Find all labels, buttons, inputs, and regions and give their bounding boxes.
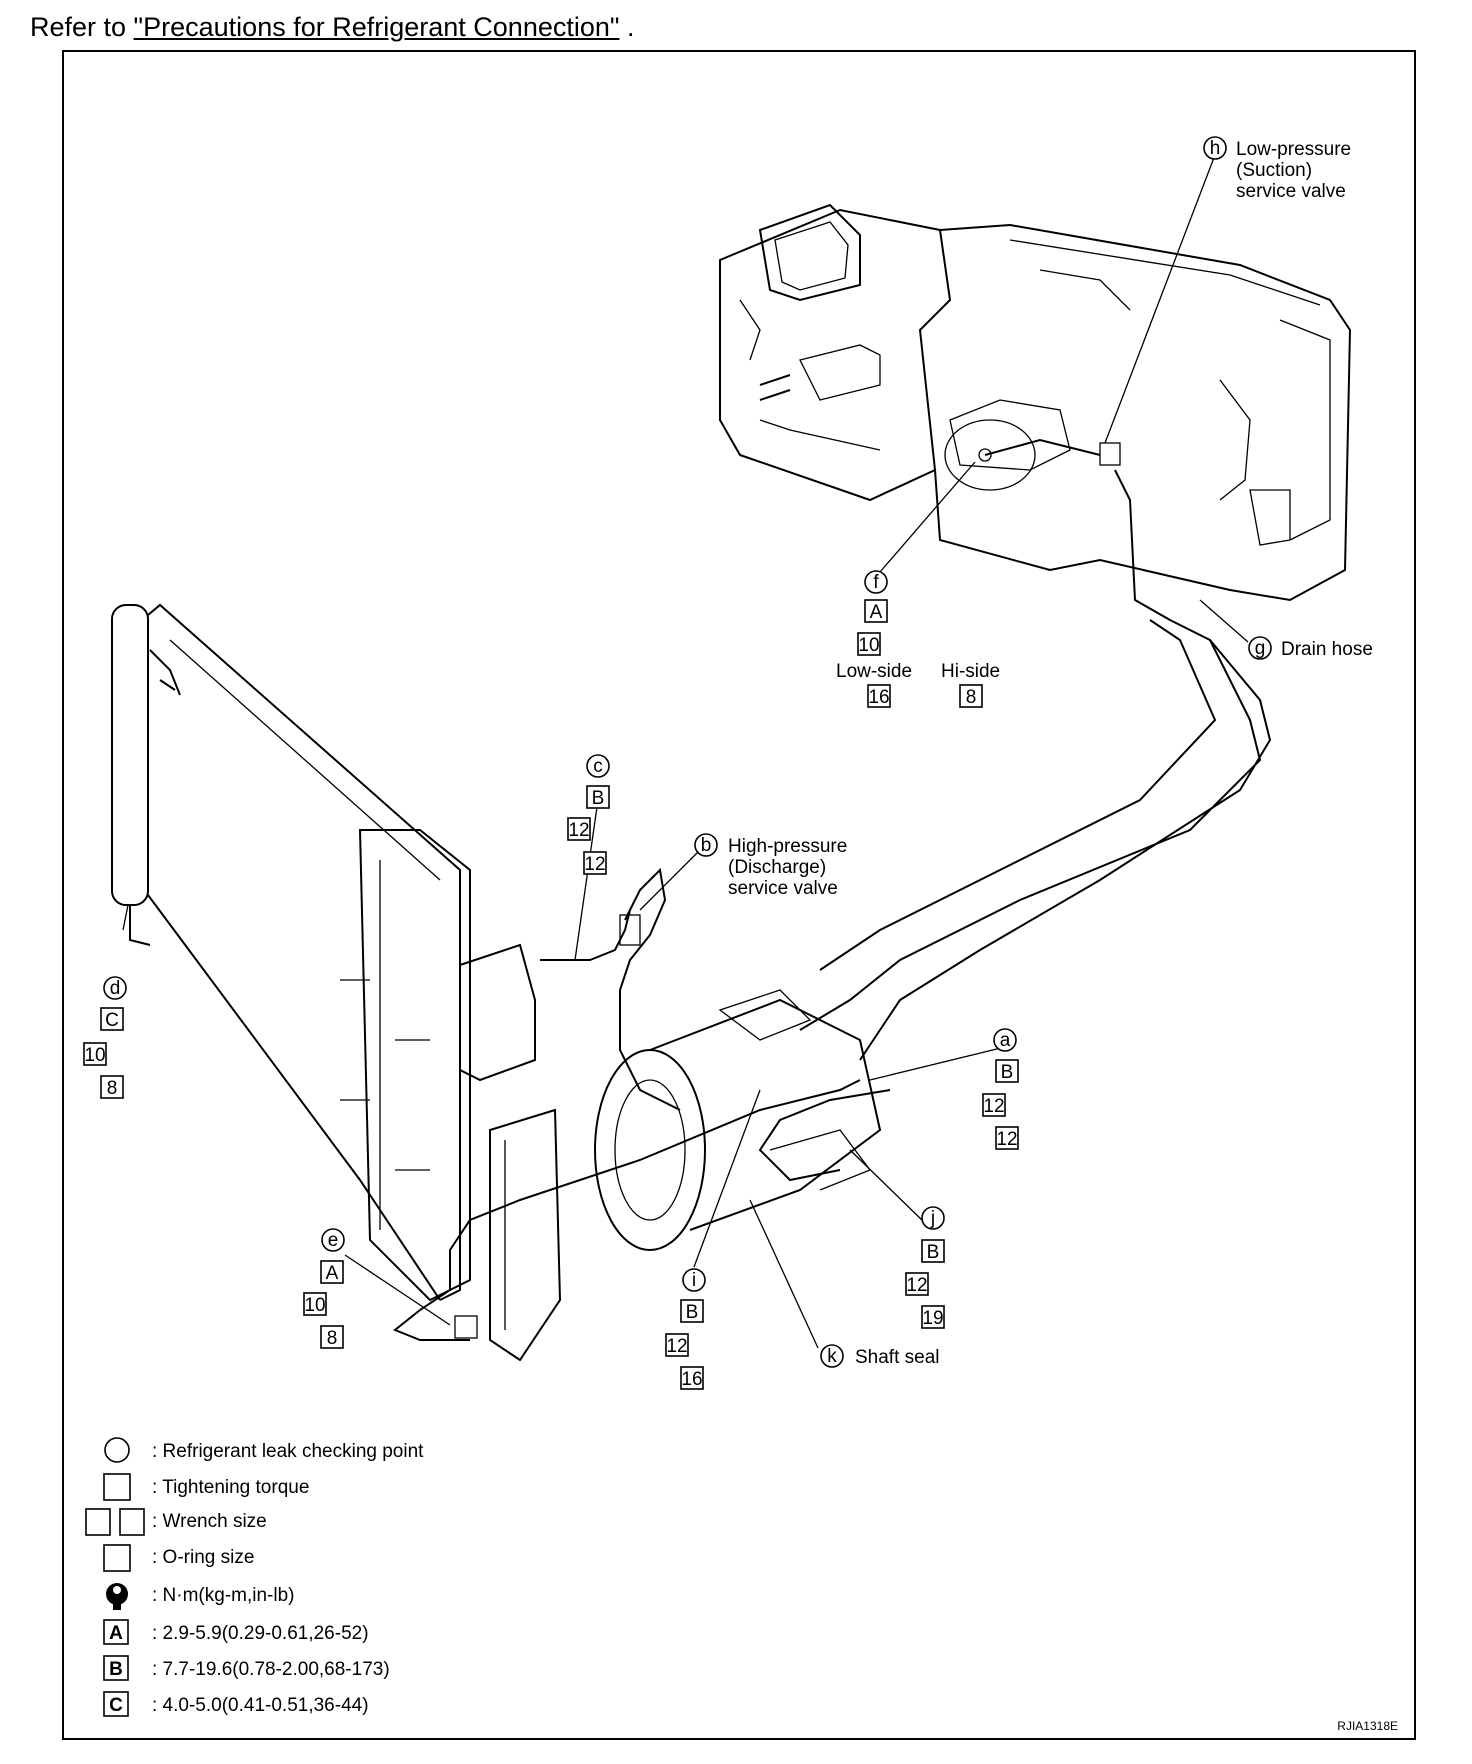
callout-j-oring: 19	[922, 1308, 943, 1329]
legend-c-key: C	[109, 1695, 123, 1716]
wrench-icon	[106, 1583, 128, 1610]
legend-units-text: : N·m(kg-m,in-lb)	[152, 1585, 295, 1606]
legend-tightening-symbol	[103, 1473, 131, 1501]
legend-tightening-text: : Tightening torque	[152, 1477, 309, 1498]
callout-d-oring: 8	[107, 1078, 118, 1099]
callout-k: k Shaft seal	[820, 1344, 940, 1368]
precautions-link[interactable]: "Precautions for Refrigerant Connection"	[133, 12, 620, 42]
callout-a: a B 12 12	[982, 1028, 1019, 1150]
legend-wrench-symbol-1	[85, 1508, 111, 1536]
callout-d-wrench: 10	[84, 1045, 105, 1066]
callout-c-letter: c	[593, 756, 603, 777]
callout-a-wrench: 12	[983, 1096, 1004, 1117]
callout-f-letter: f	[873, 572, 879, 593]
callout-e-letter: e	[328, 1230, 339, 1251]
callout-h-letter: h	[1210, 138, 1221, 159]
header-line: Refer to "Precautions for Refrigerant Co…	[30, 12, 634, 43]
callout-d: d C 10 8	[83, 976, 127, 1099]
callout-e-torque: A	[326, 1263, 339, 1284]
callout-i-letter: i	[692, 1270, 696, 1291]
legend-c-value: : 4.0-5.0(0.41-0.51,36-44)	[152, 1695, 369, 1716]
callout-a-letter: a	[1000, 1030, 1011, 1051]
callout-k-letter: k	[827, 1346, 837, 1367]
callout-f-wrench: 10	[858, 635, 879, 656]
diagram-frame	[62, 50, 1416, 1740]
figure-id: RJIA1318E	[1337, 1719, 1398, 1733]
callout-i-torque: B	[686, 1302, 699, 1323]
callout-g: g Drain hose	[1248, 636, 1373, 660]
callout-j-letter: j	[930, 1208, 935, 1229]
header-suffix: .	[619, 12, 635, 42]
header-prefix: Refer to	[30, 12, 134, 42]
callout-b-line-1: High-pressure	[728, 836, 847, 857]
callout-e: e A 10 8	[303, 1228, 345, 1349]
callout-a-torque: B	[1001, 1062, 1014, 1083]
condenser-drawing	[111, 603, 562, 1362]
leader-lines	[122, 154, 1249, 1349]
callout-f: f A 10 Low-side Hi-side 16 8	[836, 570, 1000, 708]
callout-e-wrench: 10	[304, 1295, 325, 1316]
legend-a-key: A	[109, 1623, 123, 1644]
callout-c: c B 12 12	[567, 754, 610, 875]
legend: : Refrigerant leak checking point : Tigh…	[85, 1437, 424, 1717]
callout-h-line-1: Low-pressure	[1236, 139, 1351, 160]
callout-i: i B 12 16	[665, 1268, 706, 1390]
callout-f-low-label: Low-side	[836, 661, 912, 682]
callout-c-torque: B	[592, 788, 605, 809]
callout-i-oring: 16	[681, 1369, 702, 1390]
callout-b-line-2: (Discharge)	[728, 857, 826, 878]
callout-a-oring: 12	[996, 1129, 1017, 1150]
callout-d-letter: d	[110, 978, 121, 999]
callout-c-wrench: 12	[568, 820, 589, 841]
callout-k-label: Shaft seal	[855, 1347, 940, 1368]
callout-e-oring: 8	[327, 1328, 338, 1349]
callout-h-line-3: service valve	[1236, 181, 1346, 202]
legend-b-value: : 7.7-19.6(0.78-2.00,68-173)	[152, 1659, 390, 1680]
callout-b-letter: b	[701, 835, 712, 856]
callout-f-hi-label: Hi-side	[941, 661, 1000, 682]
refrigerant-piping	[393, 442, 1272, 1341]
callout-f-hi-oring: 8	[966, 687, 977, 708]
callout-h: h Low-pressure (Suction) service valve	[1203, 136, 1351, 202]
callout-b-line-3: service valve	[728, 878, 838, 899]
callout-d-torque: C	[105, 1010, 119, 1031]
callout-g-letter: g	[1255, 638, 1266, 659]
legend-wrench-text: : Wrench size	[152, 1511, 267, 1532]
callout-g-label: Drain hose	[1281, 639, 1373, 660]
callout-c-oring: 12	[584, 854, 605, 875]
legend-oring-symbol	[103, 1544, 131, 1572]
callout-j-wrench: 12	[906, 1275, 927, 1296]
callout-j: j B 12 19	[905, 1206, 945, 1329]
callout-b: b High-pressure (Discharge) service valv…	[694, 833, 847, 899]
cooling-unit-drawing	[719, 203, 1352, 602]
compressor-drawing	[594, 989, 882, 1251]
legend-oring-text: : O-ring size	[152, 1547, 254, 1568]
callout-f-low-oring: 16	[868, 687, 889, 708]
legend-leak-symbol	[104, 1437, 130, 1463]
callout-h-line-2: (Suction)	[1236, 160, 1312, 181]
callout-f-torque: A	[870, 602, 883, 623]
callout-j-torque: B	[927, 1242, 940, 1263]
legend-leak-text: : Refrigerant leak checking point	[152, 1441, 424, 1462]
legend-a-value: : 2.9-5.9(0.29-0.61,26-52)	[152, 1623, 369, 1644]
legend-b-key: B	[109, 1659, 123, 1680]
legend-wrench-symbol-2	[119, 1508, 145, 1536]
callout-i-wrench: 12	[666, 1336, 687, 1357]
